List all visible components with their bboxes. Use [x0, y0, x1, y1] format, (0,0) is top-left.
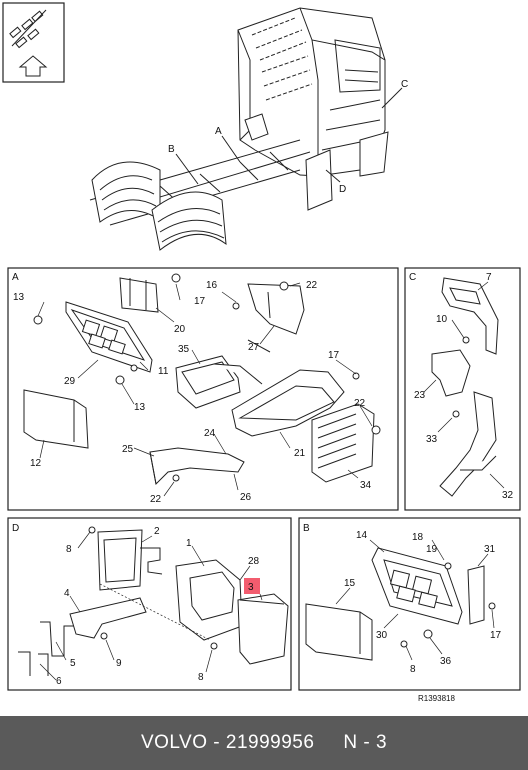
- panel-a-34: 34: [360, 480, 372, 491]
- panel-c-33: 33: [426, 434, 438, 445]
- panel-d-3: 3: [248, 582, 254, 593]
- panel-b-14: 14: [356, 530, 368, 541]
- panel-d-letter: D: [12, 523, 19, 534]
- panel-a-17a: 17: [194, 296, 206, 307]
- panel-a-27: 27: [248, 342, 260, 353]
- panel-d-1: 1: [186, 538, 192, 549]
- callout-a: A: [215, 126, 222, 137]
- panel-a-17b: 17: [328, 350, 340, 361]
- panel-c-10: 10: [436, 314, 448, 325]
- panel-a-letter: A: [12, 272, 19, 283]
- panel-a-29: 29: [64, 376, 76, 387]
- panel-b-30: 30: [376, 630, 388, 641]
- panel-d-2: 2: [154, 526, 160, 537]
- panel-a-35: 35: [178, 344, 190, 355]
- panel-a-22c: 22: [150, 494, 162, 505]
- footer-spacer: [314, 732, 343, 754]
- panel-d-5: 5: [70, 658, 76, 669]
- panel-a-25: 25: [122, 444, 134, 455]
- footer-page: N - 3: [343, 732, 388, 753]
- callout-d: D: [339, 184, 346, 195]
- panel-b-15: 15: [344, 578, 356, 589]
- footer-brand: VOLVO: [140, 732, 208, 753]
- panel-b-36: 36: [440, 656, 452, 667]
- panel-d-6: 6: [56, 676, 62, 687]
- reference-code: R1393818: [418, 694, 455, 703]
- highlight-part-3: [244, 578, 260, 594]
- panel-d-28: 28: [248, 556, 260, 567]
- panel-c-32: 32: [502, 490, 514, 501]
- panel-a: A: [7, 267, 399, 511]
- panel-c-letter: C: [409, 272, 416, 283]
- panel-d-8a: 8: [66, 544, 72, 555]
- panel-a-24: 24: [204, 428, 216, 439]
- panel-c: C 7 10 23 33 32: [404, 267, 521, 511]
- footer-bar: VOLVO - 21999956 N - 3: [0, 716, 528, 770]
- panel-d-8b: 8: [198, 672, 204, 683]
- panel-a-26: 26: [240, 492, 252, 503]
- panel-d-4: 4: [64, 588, 70, 599]
- panel-a-12: 12: [30, 458, 42, 469]
- panel-a-22a: 22: [306, 280, 318, 291]
- panel-c-23: 23: [414, 390, 426, 401]
- panel-b: B 14 18 19 31 15 30 17 8: [298, 517, 521, 691]
- main-truck-view: [89, 7, 403, 251]
- panel-a-13b: 13: [134, 402, 146, 413]
- panel-b-31: 31: [484, 544, 496, 555]
- panel-a-16: 16: [206, 280, 218, 291]
- callout-b: B: [168, 144, 175, 155]
- panel-b-letter: B: [303, 523, 310, 534]
- callout-c: C: [401, 79, 408, 90]
- panel-d: D 8 2 1 28 3 4: [7, 517, 292, 691]
- panel-a-parts: [23, 273, 381, 486]
- parts-diagram: A B C D A: [2, 2, 521, 703]
- panel-a-21: 21: [294, 448, 306, 459]
- footer-separator: -: [207, 732, 226, 753]
- footer-part-number: 21999956: [225, 732, 315, 753]
- panel-a-11: 11: [158, 366, 169, 377]
- panel-b-8: 8: [410, 664, 416, 675]
- panel-b-19: 19: [426, 544, 438, 555]
- panel-b-17: 17: [490, 630, 502, 641]
- panel-b-18: 18: [412, 532, 424, 543]
- panel-a-20: 20: [174, 324, 186, 335]
- panel-d-9: 9: [116, 658, 122, 669]
- panel-c-7: 7: [486, 272, 492, 283]
- panel-a-22b: 22: [354, 398, 366, 409]
- orientation-icon: [2, 2, 65, 83]
- panel-a-13a: 13: [13, 292, 25, 303]
